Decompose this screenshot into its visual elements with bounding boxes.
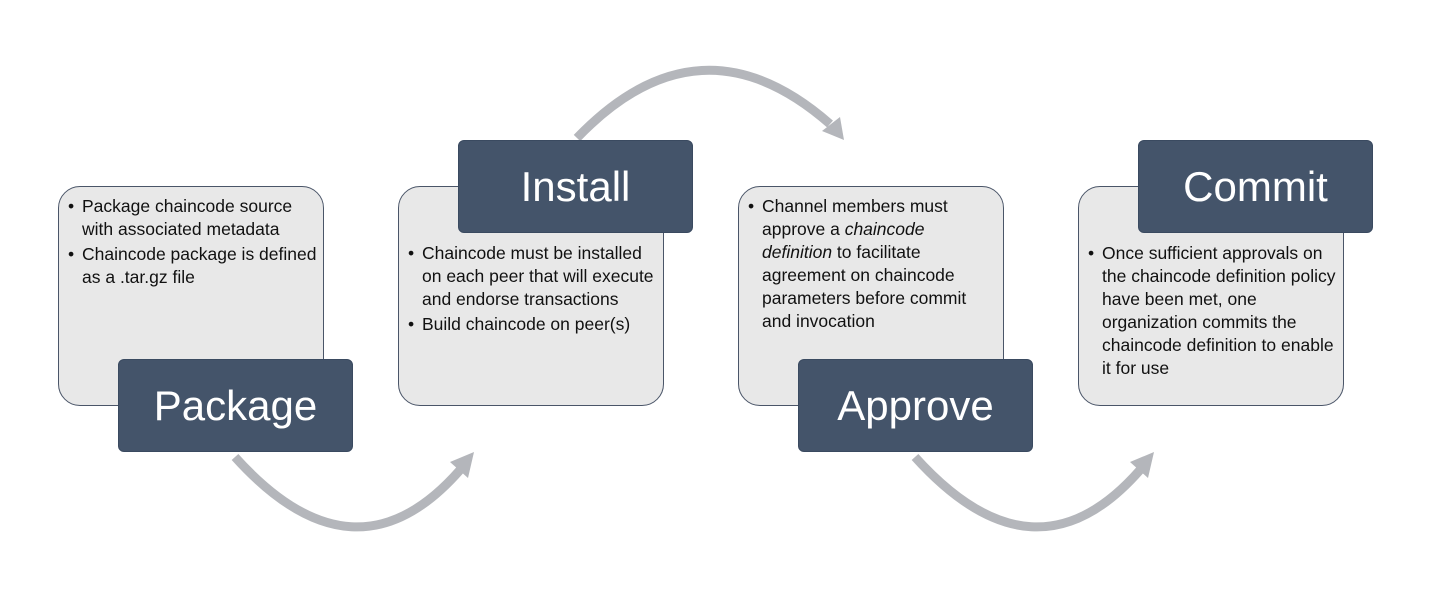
bullet-text: Channel members must approve a [762, 196, 948, 239]
package-label: Package [118, 359, 353, 452]
arrowhead-commit [1130, 452, 1154, 478]
bullet-emphasis: chaincode definition [762, 219, 925, 262]
arrow-install-to-approve [573, 65, 833, 142]
install-label: Install [458, 140, 693, 233]
bullet-item: Channel members must approve a chaincode… [748, 195, 998, 333]
commit-bullet-list: Once sufficient approvals on the chainco… [1088, 242, 1338, 380]
arrowhead-approve [822, 117, 844, 140]
bullet-text: to facilitate agreement on chaincode par… [762, 242, 967, 331]
bullet-item: Once sufficient approvals on the chainco… [1088, 242, 1338, 380]
arrowhead-install [450, 452, 474, 478]
arrow-package-to-install [231, 453, 464, 532]
approve-label: Approve [798, 359, 1033, 452]
install-bullet-list: Chaincode must be installed on each peer… [408, 242, 658, 336]
commit-label: Commit [1138, 140, 1373, 233]
package-bullet-list: Package chaincode source with associated… [68, 195, 318, 289]
bullet-item: Build chaincode on peer(s) [408, 313, 658, 336]
approve-bullet-list: Channel members must approve a chaincode… [748, 195, 998, 333]
bullet-item: Chaincode must be installed on each peer… [408, 242, 658, 311]
arrow-approve-to-commit [911, 453, 1144, 532]
bullet-item: Chaincode package is defined as a .tar.g… [68, 243, 318, 289]
bullet-item: Package chaincode source with associated… [68, 195, 318, 241]
